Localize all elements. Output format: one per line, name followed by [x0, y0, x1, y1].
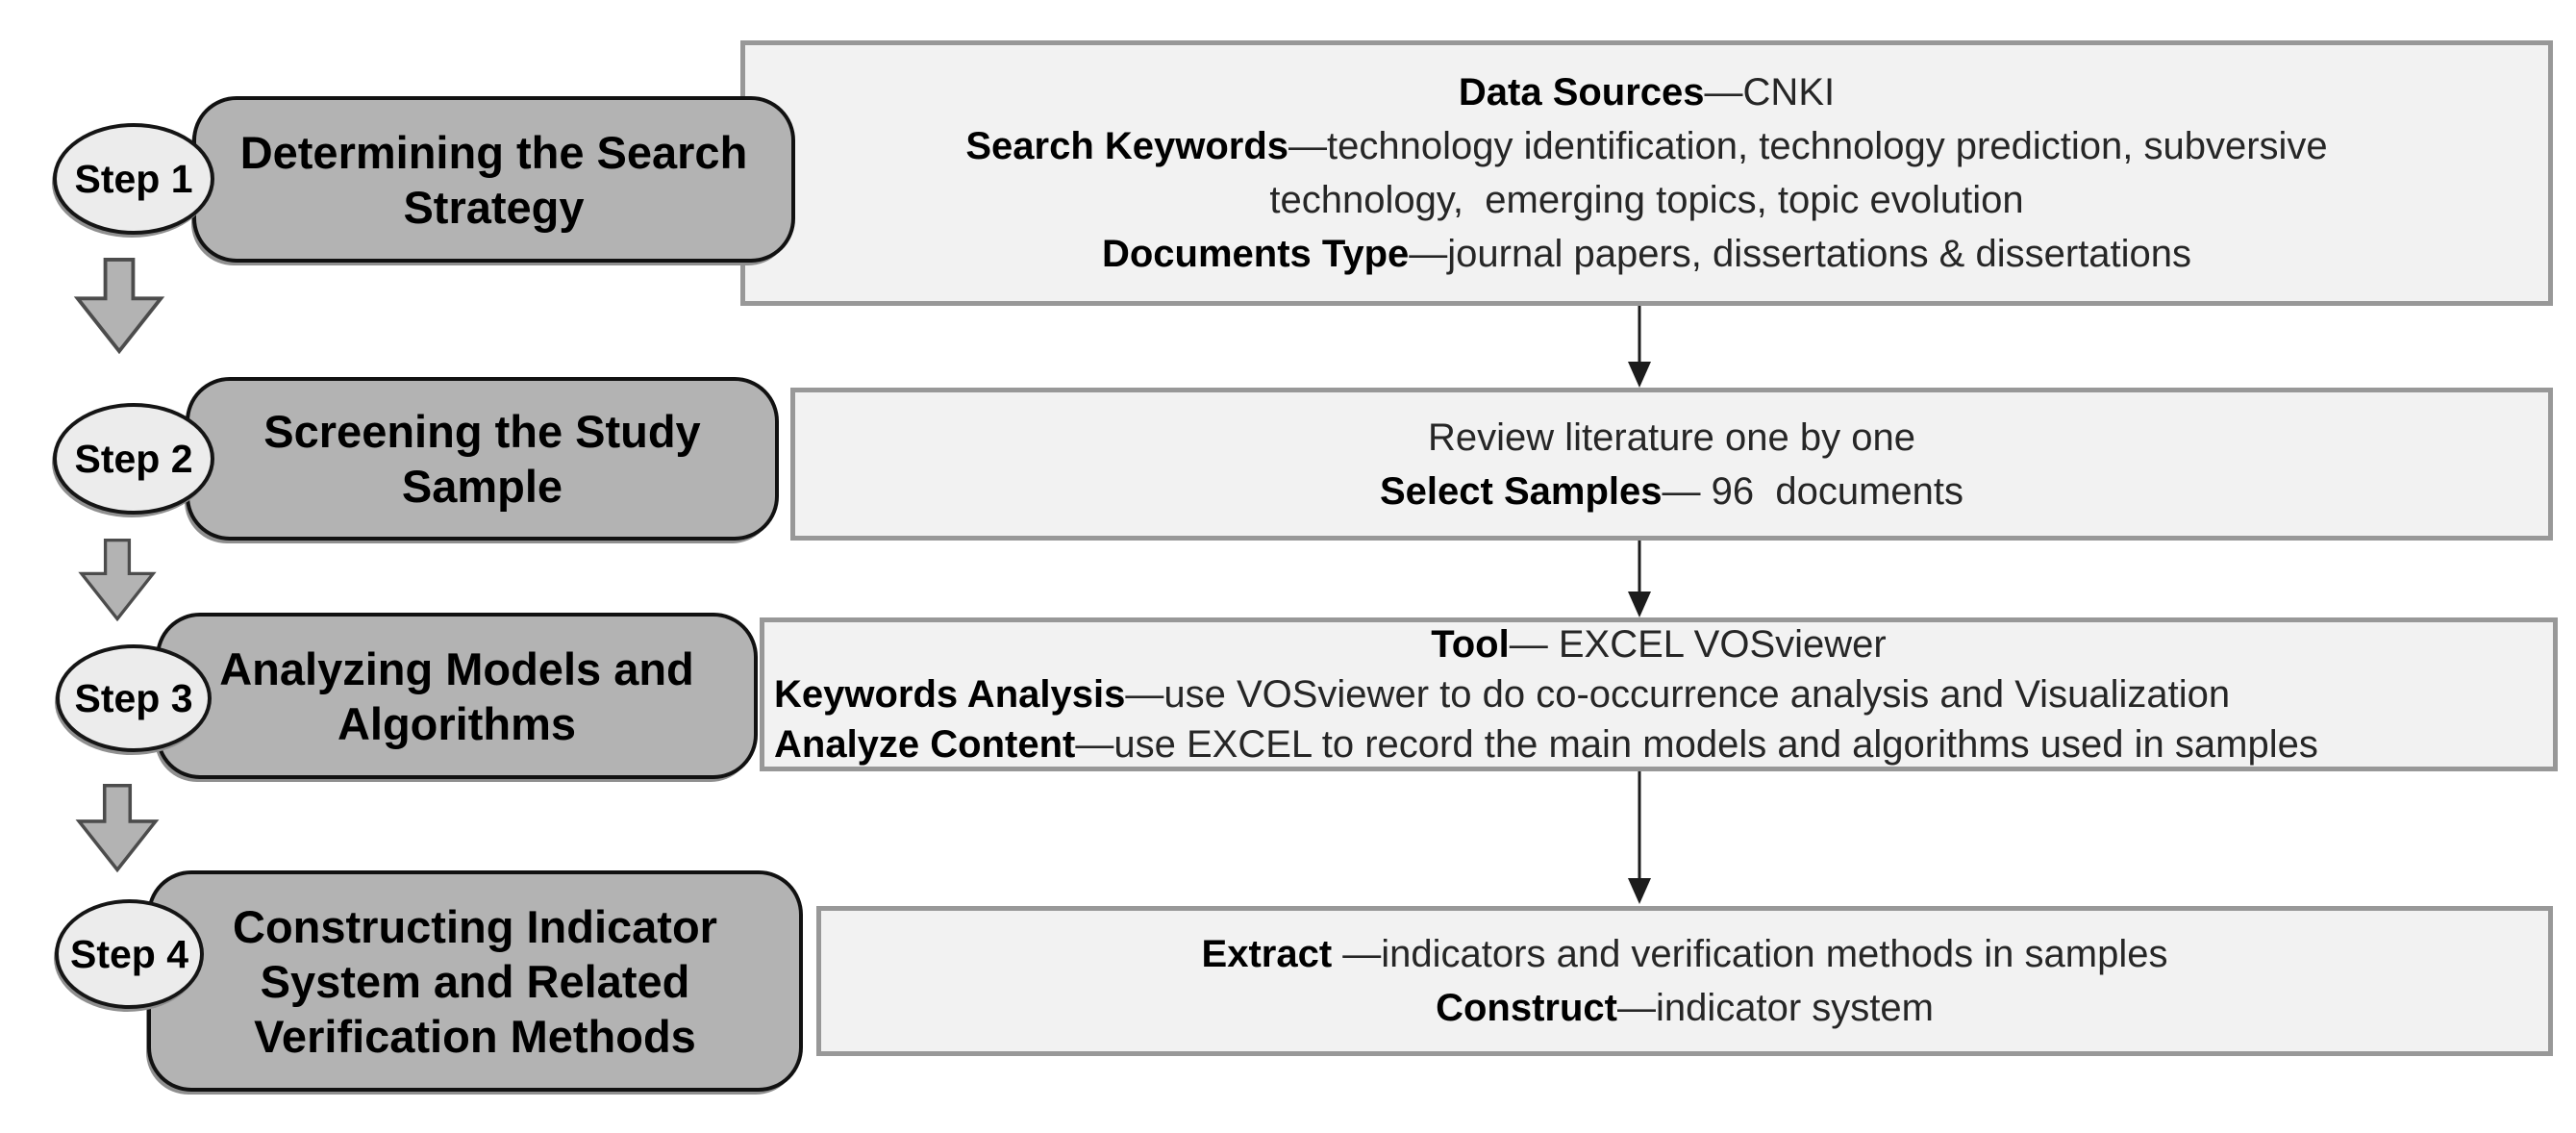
detail-line: Select Samples— 96 documents	[1380, 469, 1963, 513]
step-4-title-box: Constructing Indicator System and Relate…	[147, 870, 803, 1092]
step-1-title-box: Determining the Search Strategy	[192, 96, 795, 263]
step-4-badge: Step 4	[55, 899, 204, 1009]
flow-arrow-icon-2	[1625, 541, 1654, 622]
flow-arrow-icon-1	[1625, 306, 1654, 392]
step-1-badge: Step 1	[53, 123, 214, 235]
detail-line: Data Sources—CNKI	[1458, 71, 1836, 113]
detail-line: technology, emerging topics, topic evolu…	[1269, 179, 2024, 221]
step-2-title-box: Screening the Study Sample	[186, 377, 779, 541]
step-3-title-box: Analyzing Models and Algorithms	[156, 613, 758, 779]
detail-line: Review literature one by one	[1428, 415, 1915, 459]
step-2-badge: Step 2	[53, 403, 214, 515]
down-block-arrow-icon-3	[71, 784, 163, 877]
detail-line: Search Keywords—technology identificatio…	[965, 125, 2328, 167]
detail-line: Extract —indicators and verification met…	[1201, 933, 2168, 975]
step-1-detail-box: Data Sources—CNKI Search Keywords—technol…	[740, 40, 2553, 306]
step-3-badge: Step 3	[56, 644, 212, 752]
detail-line: Tool— EXCEL VOSviewer	[1431, 623, 1887, 666]
step-4-detail-box: Extract —indicators and verification met…	[816, 906, 2553, 1056]
detail-line: Analyze Content—use EXCEL to record the …	[774, 723, 2318, 766]
down-block-arrow-icon-1	[73, 258, 165, 359]
down-block-arrow-icon-2	[71, 539, 163, 626]
detail-line: Documents Type—journal papers, dissertat…	[1101, 233, 2192, 275]
flow-arrow-icon-3	[1625, 771, 1654, 909]
detail-line: Construct—indicator system	[1436, 987, 1934, 1029]
detail-line: Keywords Analysis—use VOSviewer to do co…	[774, 673, 2231, 716]
